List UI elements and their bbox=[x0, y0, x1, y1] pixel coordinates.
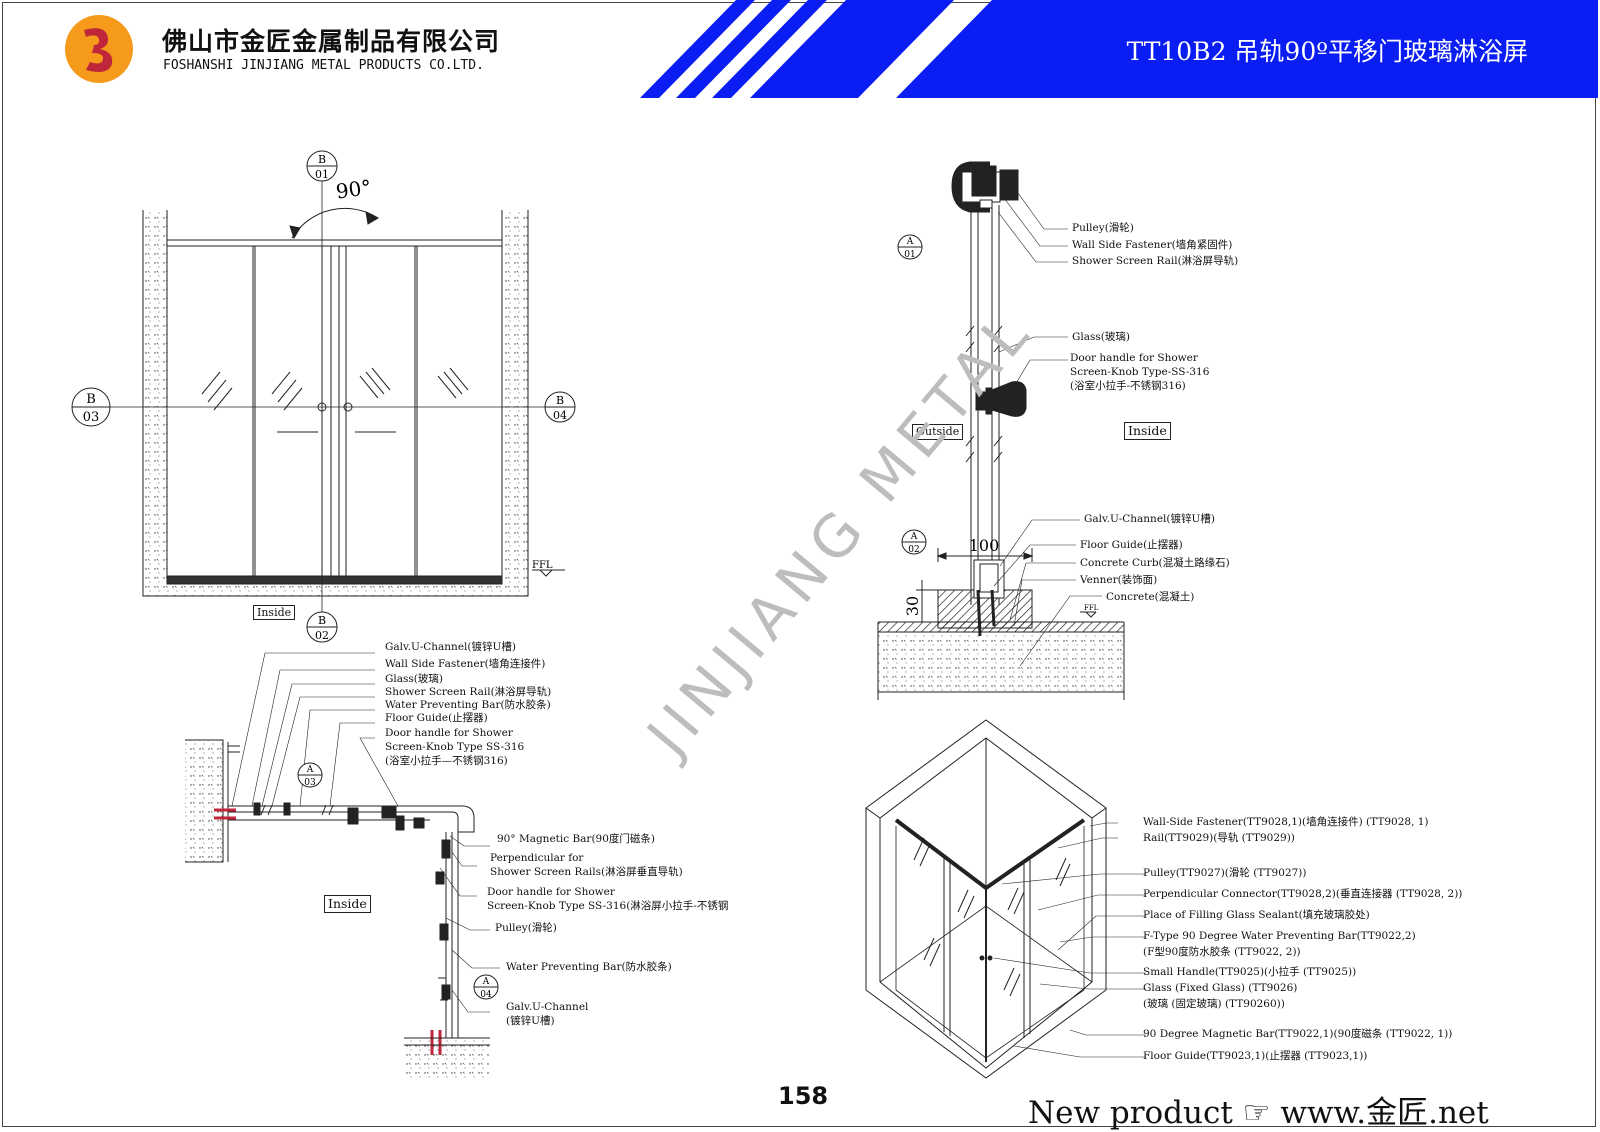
plan-label-door-handle-2: Screen-Knob Type SS-316 bbox=[385, 741, 525, 753]
svg-text:01: 01 bbox=[904, 250, 915, 260]
section-marker-b03: B 03 bbox=[71, 387, 111, 427]
plan-label-door-handle-3: (浴室小拉手—不锈钢316) bbox=[385, 755, 508, 767]
plan-label-floor-guide: Floor Guide(止摆器) bbox=[385, 712, 488, 724]
section-marker-b01: B 01 bbox=[306, 150, 338, 182]
company-name-cn: 佛山市金匠金属制品有限公司 bbox=[162, 27, 501, 56]
section-marker-a01: A 01 bbox=[897, 234, 923, 260]
plan-label-water-preventing-bar: Water Preventing Bar(防水胶条) bbox=[385, 699, 551, 711]
iso-label-pulley: Pulley(TT9027)(滑轮 (TT9027)) bbox=[1143, 867, 1307, 879]
iso-label-wall-side-fastener: Wall-Side Fastener(TT9028,1)(墙角连接件) (TT9… bbox=[1143, 816, 1429, 828]
section-marker-a03: A 03 bbox=[297, 762, 323, 788]
iso-label-glass-1: Glass (Fixed Glass) (TT9026) bbox=[1143, 982, 1298, 994]
section-label-concrete-curb: Concrete Curb(混凝土路缘石) bbox=[1080, 557, 1230, 569]
section-label-handle-3: (浴室小拉手-不锈钢316) bbox=[1070, 380, 1186, 392]
iso-label-glass-2: (玻璃 (固定玻璃) (TT90260)) bbox=[1143, 998, 1285, 1010]
plan-label-pulley: Pulley(滑轮) bbox=[495, 922, 557, 934]
svg-text:B: B bbox=[556, 394, 564, 407]
inside-label-plan: Inside bbox=[324, 895, 371, 913]
svg-text:A: A bbox=[306, 765, 314, 775]
header-banner bbox=[640, 0, 1598, 98]
svg-text:03: 03 bbox=[83, 410, 100, 425]
iso-label-rail: Rail(TT9029)(导轨 (TT9029)) bbox=[1143, 832, 1295, 844]
iso-label-floor-guide: Floor Guide(TT9023,1)(止摆器 (TT9023,1)) bbox=[1143, 1050, 1368, 1062]
plan-detail-drawing bbox=[185, 652, 500, 1080]
plan-label-water-bar-r: Water Preventing Bar(防水胶条) bbox=[506, 961, 672, 973]
svg-text:01: 01 bbox=[315, 168, 329, 181]
iso-label-glass-sealant: Place of Filling Glass Sealant(填充玻璃胶处) bbox=[1143, 909, 1370, 921]
section-label-floor-guide: Floor Guide(止摆器) bbox=[1080, 539, 1183, 551]
section-label-rail: Shower Screen Rail(淋浴屏导轨) bbox=[1072, 255, 1239, 267]
svg-text:B: B bbox=[86, 392, 96, 407]
isometric-enclosure-drawing bbox=[865, 719, 1146, 1079]
plan-label-galv-u-channel: Galv.U-Channel(镀锌U槽) bbox=[385, 641, 516, 653]
svg-text:04: 04 bbox=[480, 990, 492, 1000]
svg-text:04: 04 bbox=[553, 409, 567, 422]
front-elevation-drawing bbox=[76, 160, 575, 630]
plan-label-galv-r2: (镀锌U槽) bbox=[506, 1015, 555, 1027]
inside-label-elevation: Inside bbox=[253, 605, 296, 620]
dimension-100: 100 bbox=[969, 536, 1000, 555]
plan-label-magnetic-bar: 90° Magnetic Bar(90度门磁条) bbox=[497, 833, 656, 845]
ffl-label: FFL bbox=[532, 560, 553, 571]
outside-label-section: Outside bbox=[912, 424, 964, 440]
section-label-pulley: Pulley(滑轮) bbox=[1072, 222, 1134, 234]
section-label-concrete: Concrete(混凝土) bbox=[1106, 591, 1195, 603]
company-logo-icon bbox=[65, 15, 133, 83]
svg-text:03: 03 bbox=[304, 778, 316, 788]
plan-label-door-handle-r2: Screen-Knob Type SS-316(淋浴屏小拉手-不锈钢 bbox=[487, 900, 729, 912]
company-name-en: FOSHANSHI JINJIANG METAL PRODUCTS CO.LTD… bbox=[163, 58, 484, 73]
new-product-link[interactable]: New product ☞ www.金匠.net bbox=[1028, 1095, 1489, 1131]
svg-text:B: B bbox=[318, 153, 326, 166]
svg-text:02: 02 bbox=[908, 545, 919, 555]
svg-text:B: B bbox=[318, 614, 326, 627]
section-label-wall-side-fastener: Wall Side Fastener(墙角紧固件) bbox=[1072, 239, 1233, 251]
plan-label-galv-r1: Galv.U-Channel bbox=[506, 1001, 589, 1013]
section-ffl-label: FFL bbox=[1084, 604, 1099, 612]
plan-label-door-handle-r1: Door handle for Shower bbox=[487, 886, 615, 898]
plan-label-glass: Glass(玻璃) bbox=[385, 673, 443, 685]
svg-text:A: A bbox=[906, 237, 914, 247]
plan-label-door-handle-1: Door handle for Shower bbox=[385, 727, 513, 739]
plan-label-perpendicular-1: Perpendicular for bbox=[490, 852, 584, 864]
dimension-30: 30 bbox=[903, 596, 922, 616]
plan-label-wall-side-fastener: Wall Side Fastener(墙角连接件) bbox=[385, 658, 546, 670]
iso-label-perpendicular-connector: Perpendicular Connector(TT9028,2)(垂直连接器 … bbox=[1143, 888, 1463, 900]
iso-label-f-type-bar-2: (F型90度防水胶条 (TT9022, 2)) bbox=[1143, 946, 1301, 958]
section-label-handle-2: Screen-Knob Type-SS-316 bbox=[1070, 366, 1210, 378]
page-title: TT10B2 吊轨90º平移门玻璃淋浴屏 bbox=[1126, 37, 1528, 66]
svg-text:A: A bbox=[482, 977, 490, 987]
iso-label-magnetic-bar: 90 Degree Magnetic Bar(TT9022,1)(90度磁条 (… bbox=[1143, 1028, 1453, 1040]
section-label-galv-u-channel: Galv.U-Channel(镀锌U槽) bbox=[1084, 513, 1215, 525]
inside-label-section: Inside bbox=[1124, 422, 1171, 440]
section-label-glass: Glass(玻璃) bbox=[1072, 331, 1130, 343]
vertical-section-drawing bbox=[877, 161, 1125, 700]
section-marker-b04: B 04 bbox=[544, 391, 576, 423]
iso-label-small-handle: Small Handle(TT9025)(小拉手 (TT9025)) bbox=[1143, 966, 1357, 978]
iso-label-f-type-bar-1: F-Type 90 Degree Water Preventing Bar(TT… bbox=[1143, 930, 1416, 942]
section-label-handle-1: Door handle for Shower bbox=[1070, 352, 1198, 364]
section-marker-a04: A 04 bbox=[473, 974, 499, 1000]
plan-label-perpendicular-2: Shower Screen Rails(淋浴屏垂直导轨) bbox=[490, 866, 683, 878]
svg-text:A: A bbox=[910, 532, 918, 542]
section-marker-b02: B 02 bbox=[306, 611, 338, 643]
plan-label-shower-screen-rail: Shower Screen Rail(淋浴屏导轨) bbox=[385, 686, 552, 698]
svg-text:02: 02 bbox=[315, 629, 329, 642]
section-label-venner: Venner(装饰面) bbox=[1080, 574, 1158, 586]
section-marker-a02: A 02 bbox=[901, 529, 927, 555]
angle-label: 90° bbox=[334, 175, 372, 204]
page-number: 158 bbox=[778, 1082, 829, 1110]
